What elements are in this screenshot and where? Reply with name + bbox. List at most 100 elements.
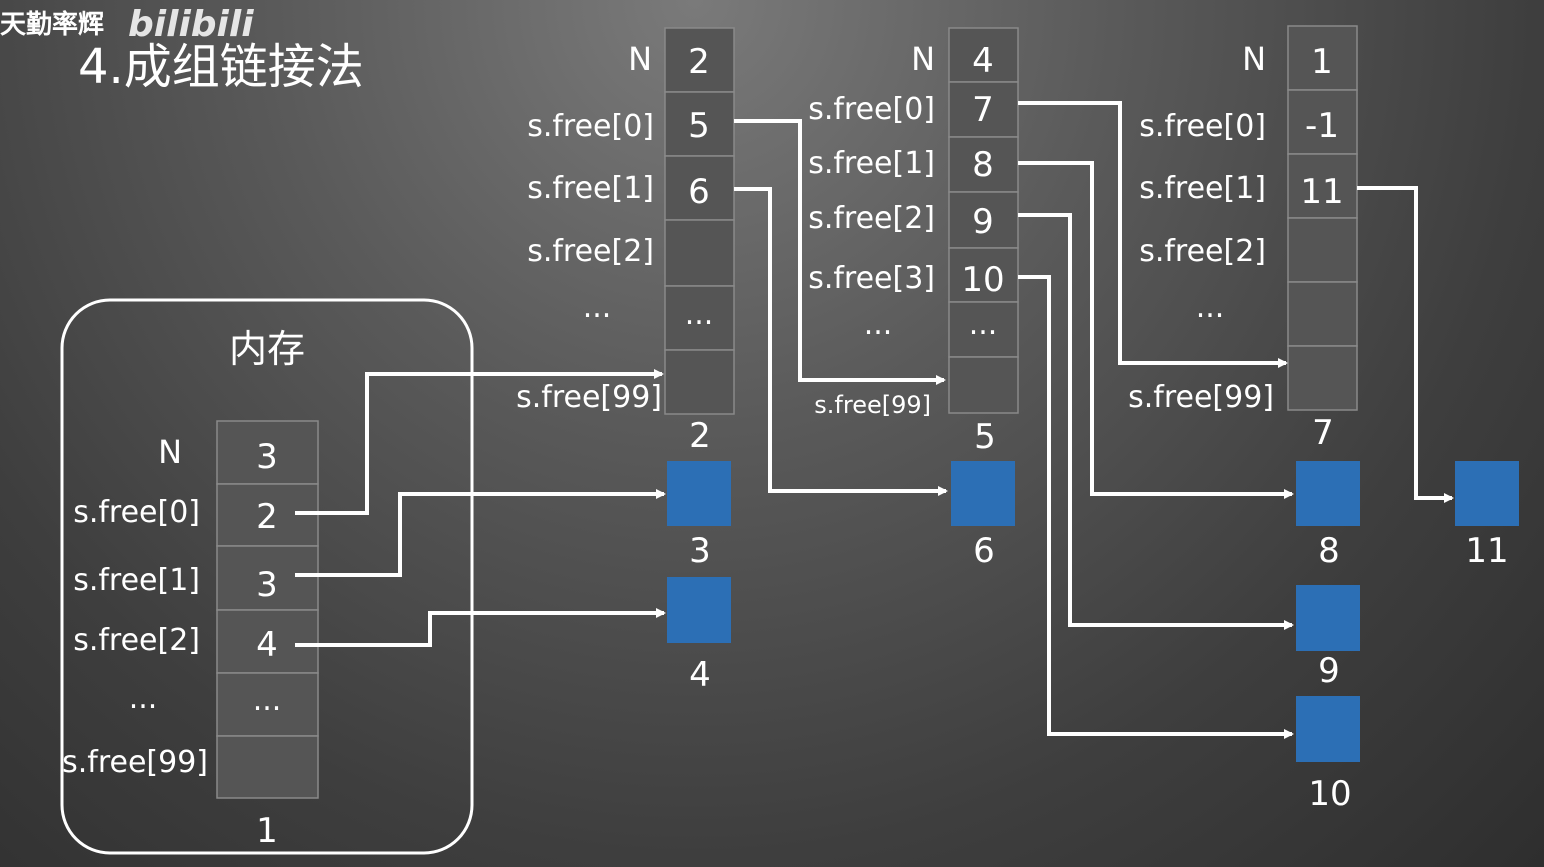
group-c-value-free1: 11 [1300, 172, 1343, 212]
group-a-value-free0: 5 [688, 106, 710, 146]
memory-cell-n [216, 420, 319, 485]
group-a-block-number: 2 [689, 416, 711, 456]
group-c-label-n: N [1242, 40, 1266, 78]
memory-label-ellipsis: ... [129, 681, 158, 716]
group-a-cell-free0 [664, 91, 735, 157]
group-a-label-ellipsis: ... [583, 290, 612, 325]
group-a-label-free0: s.free[0] [527, 109, 654, 144]
group-b-label-free3: s.free[3] [808, 261, 935, 296]
memory-label-free99: s.free[99] [62, 745, 208, 780]
free-block-8-label: 8 [1318, 531, 1340, 571]
memory-label-n: N [158, 433, 182, 471]
memory-table: 3 2 3 4 ... N s.free[0] s.free[1] s.free… [62, 420, 319, 851]
group-a-label-free2: s.free[2] [527, 234, 654, 269]
memory-value-free2: 4 [256, 625, 278, 665]
group-c-label-free2: s.free[2] [1139, 234, 1266, 269]
group-a-cell-n [664, 27, 735, 93]
arrow-memory-free2-to-block4 [295, 608, 666, 647]
arrow-groupa-free0-to-block5 [734, 119, 946, 385]
arrow-groupb-free3-to-block10 [1018, 275, 1294, 739]
free-block-3 [667, 461, 731, 526]
group-a-label-free99: s.free[99] [516, 380, 662, 415]
group-b-value-n: 4 [972, 41, 994, 81]
group-c-cell-free0 [1287, 89, 1358, 155]
group-c-cell-free99 [1287, 345, 1358, 411]
free-block-6 [951, 461, 1015, 526]
memory-block-number: 1 [256, 811, 278, 851]
memory-box [60, 298, 474, 855]
group-a-cell-free99 [664, 349, 735, 415]
arrow-groupb-free0-to-block7 [1018, 101, 1288, 368]
group-c-value-free0: -1 [1305, 106, 1339, 146]
group-b-table: 4 7 8 9 10 ... N s.free[0] s.free[1] s.f… [808, 27, 1019, 457]
arrow-memory-free0-to-block2 [295, 369, 664, 515]
memory-value-n: 3 [256, 437, 278, 477]
group-c-label-ellipsis: ... [1196, 290, 1225, 325]
group-a-cell-ellipsis [664, 285, 735, 351]
free-block-8 [1296, 461, 1360, 526]
memory-label-free0: s.free[0] [73, 495, 200, 530]
group-a-cell-free1 [664, 155, 735, 221]
group-a-table: 2 5 6 ... N s.free[0] s.free[1] s.free[2… [516, 27, 735, 456]
memory-cell-free99 [216, 735, 319, 799]
free-blocks: 3 4 6 8 9 10 11 [667, 461, 1519, 814]
group-a-value-n: 2 [688, 42, 710, 82]
free-block-3-label: 3 [689, 531, 711, 571]
group-c-table: 1 -1 11 N s.free[0] s.free[1] s.free[2] … [1128, 25, 1358, 453]
free-block-10-label: 10 [1308, 774, 1351, 814]
group-b-cell-free0 [948, 81, 1019, 138]
free-block-10 [1296, 696, 1360, 762]
arrow-groupc-free1-to-block11 [1357, 186, 1454, 503]
arrow-groupa-free1-to-block6 [734, 187, 948, 496]
group-b-label-free1: s.free[1] [808, 146, 935, 181]
memory-label-free2: s.free[2] [73, 623, 200, 658]
group-b-cell-ellipsis [948, 301, 1019, 358]
group-c-cell-n [1287, 25, 1358, 91]
group-c-value-n: 1 [1311, 42, 1333, 82]
memory-label-free1: s.free[1] [73, 563, 200, 598]
page-title: 4.成组链接法 [78, 39, 364, 95]
group-b-value-free1: 8 [972, 145, 994, 185]
group-b-cell-free1 [948, 136, 1019, 193]
group-b-block-number: 5 [974, 417, 996, 457]
arrow-memory-free1-to-block3 [295, 489, 666, 577]
memory-value-ellipsis: ... [253, 683, 282, 718]
group-b-label-free99: s.free[99] [814, 391, 931, 419]
group-a-cell-free2 [664, 219, 735, 287]
group-a-label-n: N [628, 40, 652, 78]
group-b-cell-free2 [948, 191, 1019, 249]
group-c-label-free0: s.free[0] [1139, 109, 1266, 144]
group-a-value-ellipsis: ... [685, 297, 714, 332]
group-c-cell-free2 [1287, 217, 1358, 283]
free-block-4 [667, 577, 731, 643]
memory-label: 内存 [229, 327, 305, 371]
group-b-cell-free3 [948, 247, 1019, 303]
connectors [295, 101, 1454, 739]
group-c-cell-ellipsis [1287, 281, 1358, 347]
group-b-label-free2: s.free[2] [808, 201, 935, 236]
watermark-author: 天勤率辉 [0, 9, 104, 40]
group-b-value-ellipsis: ... [969, 307, 998, 342]
group-b-value-free2: 9 [972, 202, 994, 242]
group-b-value-free3: 10 [961, 260, 1004, 300]
free-block-11-label: 11 [1465, 531, 1508, 571]
group-c-block-number: 7 [1312, 413, 1334, 453]
group-c-label-free1: s.free[1] [1139, 171, 1266, 206]
free-block-6-label: 6 [973, 531, 995, 571]
group-a-label-free1: s.free[1] [527, 171, 654, 206]
group-a-value-free1: 6 [688, 172, 710, 212]
watermark: 天勤率辉 bilibili [0, 4, 254, 45]
group-b-value-free0: 7 [972, 90, 994, 130]
memory-value-free0: 2 [256, 497, 278, 537]
group-b-label-ellipsis: ... [864, 307, 893, 342]
free-block-4-label: 4 [689, 655, 711, 695]
bilibili-logo: bilibili [128, 4, 254, 45]
group-c-cell-free1 [1287, 153, 1358, 219]
group-b-label-free0: s.free[0] [808, 92, 935, 127]
memory-value-free1: 3 [256, 565, 278, 605]
free-block-9-label: 9 [1318, 651, 1340, 691]
free-block-11 [1455, 461, 1519, 526]
arrow-groupb-free2-to-block9 [1018, 213, 1294, 630]
group-c-label-free99: s.free[99] [1128, 380, 1274, 415]
